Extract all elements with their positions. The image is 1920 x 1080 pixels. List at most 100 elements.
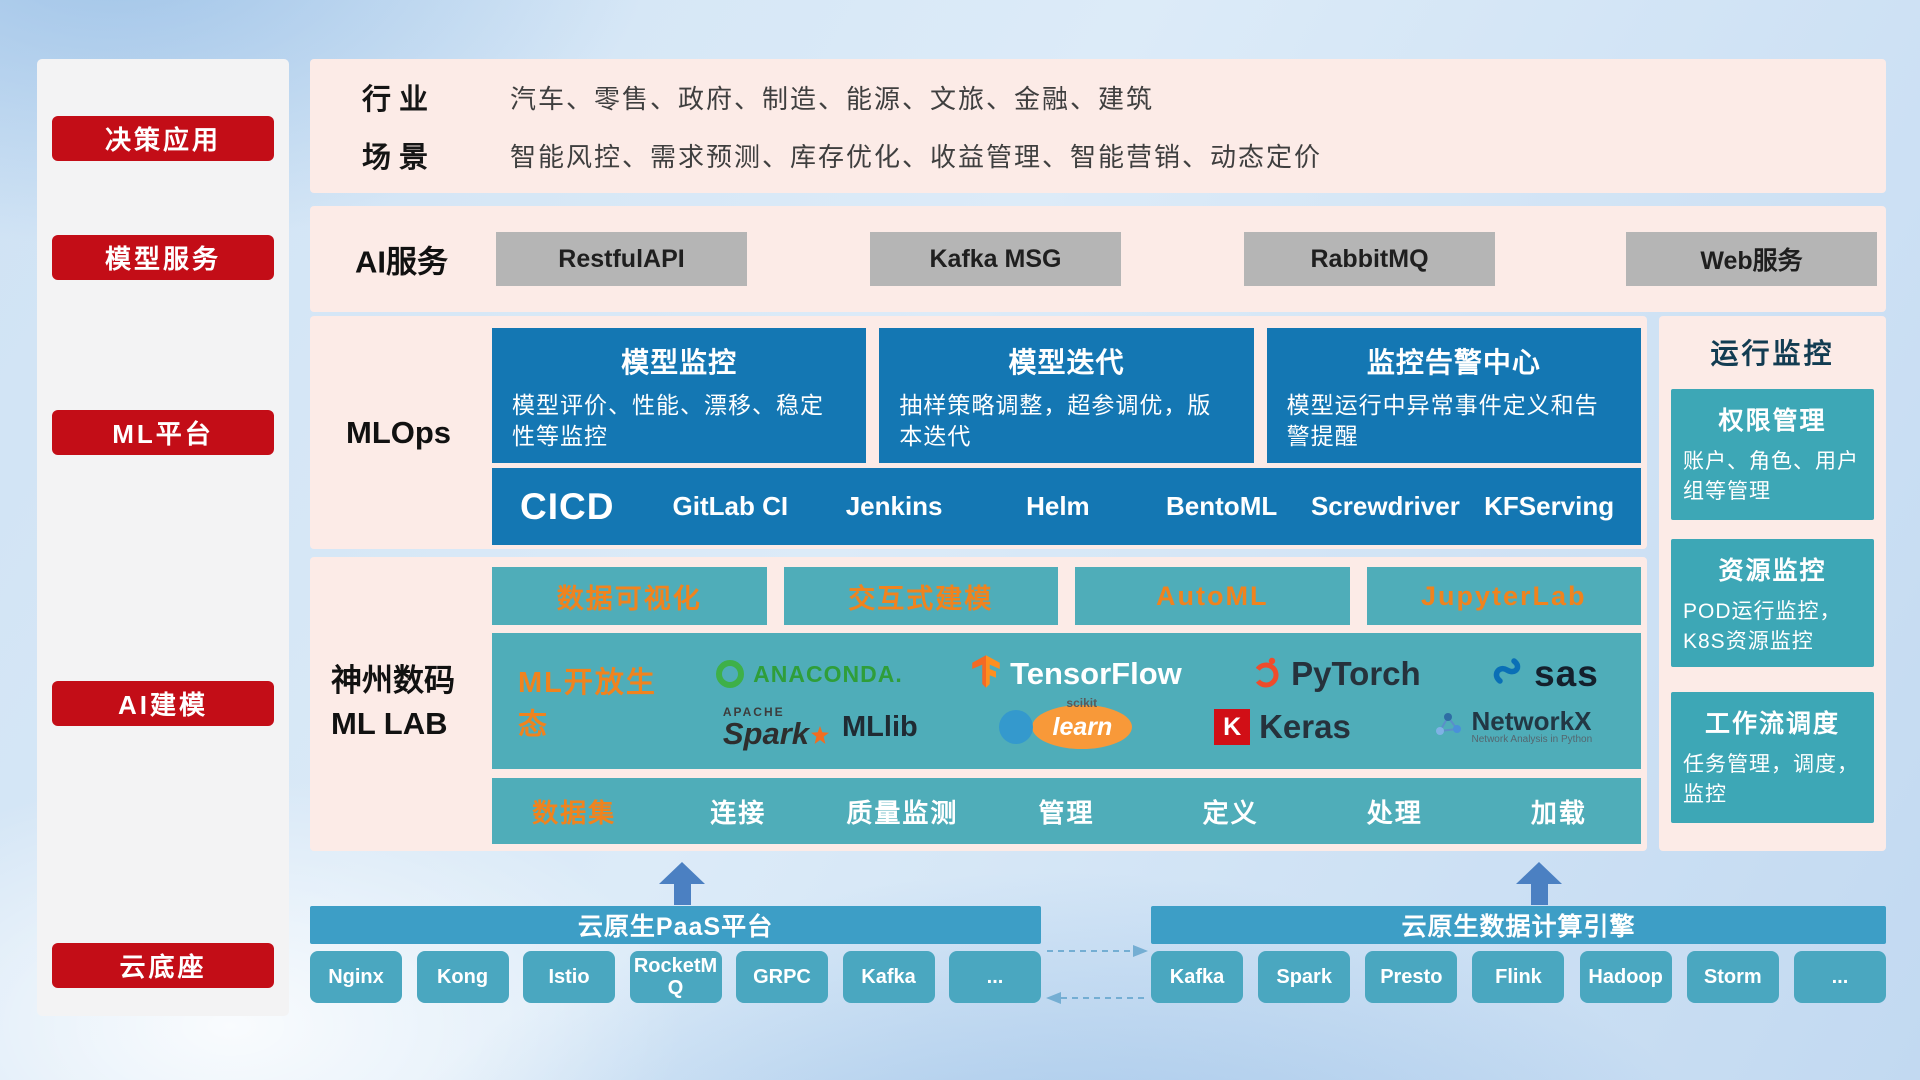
ecosystem-logo-row-2: APACHE Spark MLlib [682,696,1633,751]
jupyterlab-chip: JupyterLab [1366,567,1641,625]
kafka-msg-chip: Kafka MSG [870,232,1121,286]
paas-item-grpc: GRPC [736,951,828,1003]
engine-item-flink: Flink [1472,951,1565,1003]
data-visualization-chip: 数据可视化 [492,567,767,625]
networkx-icon [1433,709,1463,744]
card-title: 资源监控 [1718,557,1827,585]
spark-text: Spark [722,715,810,751]
paas-item-kong: Kong [416,951,509,1003]
cicd-item-kfserving: KFServing [1484,491,1615,522]
ecosystem-logo-row-1: ANACONDA. TensorFlow [682,653,1633,695]
scenario-row: 场景 智能风控、需求预测、库存优化、收益管理、智能营销、动态定价 [362,134,1886,176]
engine-item-hadoop: Hadoop [1579,951,1672,1003]
paas-item-istio: Istio [523,951,615,1003]
mllab-label-line1: 神州数码 [331,663,455,698]
networkx-logo: NetworkX Network Analysis in Python [1433,707,1593,746]
cicd-label: CICD [520,485,615,527]
arrow-head [659,862,705,884]
card-title: 监控告警中心 [1366,347,1541,378]
rail-item-model-service: 模型服务 [52,235,274,280]
sas-text: sas [1534,653,1599,694]
up-arrow-right [1516,862,1562,905]
cloud-paas-items: Nginx Kong Istio RocketMQ GRPC Kafka ... [310,951,1041,1003]
keras-text: Keras [1259,708,1351,745]
paas-item-rocketmq: RocketMQ [629,951,722,1003]
workflow-scheduling-card: 工作流调度 任务管理，调度，监控 [1671,692,1874,823]
engine-item-spark: Spark [1258,951,1351,1003]
dataset-label: 数据集 [532,797,617,828]
learn-text: learn [1052,712,1113,741]
industry-label: 行业 [362,84,437,116]
card-desc: 账户、角色、用户组等管理 [1683,450,1859,504]
anaconda-icon [716,660,745,688]
scikit-learn-logo: scikit learn [999,696,1133,749]
card-desc: 抽样策略调整，超参调优，版本迭代 [899,392,1212,450]
scikit-text: scikit [1066,696,1098,710]
dataset-item-connect: 连接 [710,797,767,828]
sas-logo: sas [1489,653,1599,695]
dataset-item-define: 定义 [1202,797,1259,828]
mllab-panel: 神州数码 ML LAB 数据可视化 交互式建模 AutoML JupyterLa… [310,557,1647,851]
dashed-arrow-left [1046,992,1147,1004]
mllab-label-line2: ML LAB [331,706,448,742]
card-desc: 任务管理，调度，监控 [1683,753,1859,807]
pytorch-icon [1250,655,1282,694]
model-monitoring-card: 模型监控 模型评价、性能、漂移、稳定性等监控 [492,328,867,463]
scikit-learn-icon [999,710,1034,744]
permission-management-card: 权限管理 账户、角色、用户组等管理 [1671,389,1874,520]
scikit-learn-blob: scikit learn [1032,696,1133,749]
cicd-item-gitlab-ci: GitLab CI [672,491,789,522]
arrow-stem [1530,884,1548,905]
industry-row: 行业 汽车、零售、政府、制造、能源、文旅、金融、建筑 [362,76,1886,118]
tensorflow-text: TensorFlow [1010,656,1182,691]
mllib-text: MLlib [842,710,918,743]
automl-chip: AutoML [1075,567,1350,625]
pytorch-text: PyTorch [1291,655,1421,692]
scenario-list: 智能风控、需求预测、库存优化、收益管理、智能营销、动态定价 [510,141,1323,172]
pytorch-logo: PyTorch [1250,655,1421,694]
category-rail: 决策应用 模型服务 ML平台 AI建模 云底座 [37,59,289,1016]
anaconda-logo: ANACONDA. [716,660,903,688]
ecosystem-logos: ANACONDA. TensorFlow [682,653,1641,749]
cicd-item-helm: Helm [1026,491,1090,522]
cicd-item-bentoml: BentoML [1166,491,1278,522]
rail-item-decision-app: 决策应用 [52,116,274,161]
card-desc: POD运行监控，K8S资源监控 [1683,600,1842,654]
ml-open-ecosystem-box: ML开放生态 ANACONDA. TensorF [492,633,1641,769]
mllab-tools-row: 数据可视化 交互式建模 AutoML JupyterLab [492,567,1641,625]
card-title: 权限管理 [1718,407,1827,435]
rail-item-ml-platform: ML平台 [52,410,274,455]
paas-item-nginx: Nginx [310,951,402,1003]
keras-logo: K Keras [1214,708,1351,746]
runtime-monitoring-panel: 运行监控 权限管理 账户、角色、用户组等管理 资源监控 POD运行监控，K8S资… [1659,316,1886,851]
resource-monitoring-card: 资源监控 POD运行监控，K8S资源监控 [1671,539,1874,667]
runtime-monitoring-title: 运行监控 [1710,338,1835,369]
networkx-subtitle: Network Analysis in Python [1471,734,1593,746]
tensorflow-logo: TensorFlow [971,655,1182,693]
mlops-label: MLOps [346,414,452,450]
up-arrow-left [659,862,705,905]
alert-center-card: 监控告警中心 模型运行中异常事件定义和告警提醒 [1266,328,1641,463]
data-flow-arrows [1043,935,1151,1022]
industry-list: 汽车、零售、政府、制造、能源、文旅、金融、建筑 [510,83,1155,114]
ecosystem-label: ML开放生态 [518,667,657,741]
dataset-item-load: 加载 [1530,797,1587,828]
cicd-item-screwdriver: Screwdriver [1310,491,1460,522]
card-desc: 模型评价、性能、漂移、稳定性等监控 [512,392,824,450]
spark-star-icon [811,718,830,749]
mlops-panel: MLOps 模型监控 模型评价、性能、漂移、稳定性等监控 模型迭代 抽样策略调整… [310,316,1647,549]
dataset-item-process: 处理 [1366,797,1423,828]
cicd-bar: CICD GitLab CI Jenkins Helm BentoML Scre… [492,468,1641,545]
card-title: 模型监控 [621,347,738,378]
anaconda-text: ANACONDA. [753,660,903,687]
sas-icon [1489,654,1525,695]
dataset-bar: 数据集 连接 质量监测 管理 定义 处理 加载 [492,778,1641,844]
industry-scenario-panel: 行业 汽车、零售、政府、制造、能源、文旅、金融、建筑 场景 智能风控、需求预测、… [310,59,1886,193]
dashed-arrow-right [1047,945,1148,957]
rail-item-ai-modeling: AI建模 [52,681,274,726]
engine-item-more: ... [1793,951,1886,1003]
cloud-engine-group: 云原生数据计算引擎 Kafka Spark Presto Flink Hadoo… [1151,906,1886,1003]
cloud-engine-items: Kafka Spark Presto Flink Hadoop Storm ..… [1151,951,1886,1003]
dataset-item-quality-monitor: 质量监测 [846,797,959,828]
